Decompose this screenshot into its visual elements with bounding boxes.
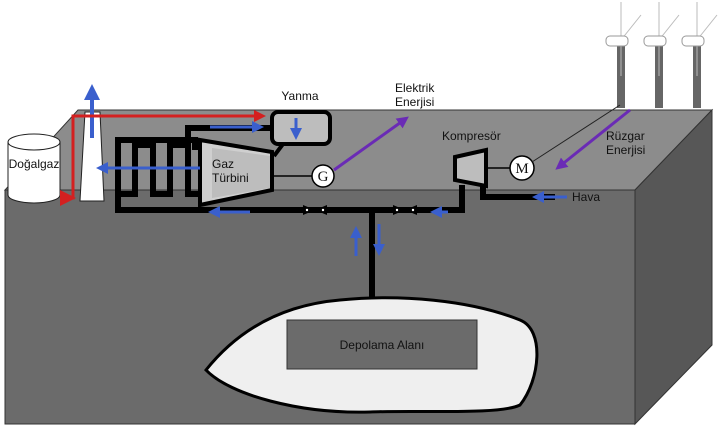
storage-box <box>286 319 478 370</box>
natural-gas-tank: Doğalgaz <box>7 133 61 204</box>
wind-turbine-icon <box>643 2 680 108</box>
generator <box>311 164 335 188</box>
natural-gas-label: Doğalgaz <box>9 157 60 171</box>
motor-label: M <box>515 161 528 177</box>
wind-energy-arrow <box>555 108 631 170</box>
valve-left <box>303 205 327 215</box>
wind-turbines <box>605 2 718 108</box>
combustor <box>270 110 332 146</box>
gas-turbine-label-2: Türbini <box>212 171 249 185</box>
motor-power-line <box>531 104 621 163</box>
generator-label: G <box>318 169 329 185</box>
storage-label: Depolama Alanı <box>340 338 425 352</box>
gas-turbine-label-1: Gaz <box>212 157 234 171</box>
pipe-combustor-turbine <box>272 142 285 158</box>
chimney <box>79 111 105 202</box>
ground-side <box>634 108 713 426</box>
compressor-label: Kompresör <box>442 129 501 143</box>
gas-turbine-inner <box>212 148 270 198</box>
wind-turbine-icon <box>681 2 718 108</box>
motor <box>509 155 535 181</box>
combustion-label: Yanma <box>281 89 318 103</box>
wind-energy-label-2: Enerjisi <box>606 143 645 157</box>
air-label: Hava <box>572 190 600 204</box>
electric-energy-label-2: Enerjisi <box>395 95 434 109</box>
valve-right <box>393 205 417 215</box>
compressor <box>453 147 488 189</box>
wind-energy-label-1: Rüzgar <box>606 129 645 143</box>
electric-energy-arrow <box>333 116 409 172</box>
electric-energy-label-1: Elektrik <box>395 81 435 95</box>
wind-turbine-icon <box>605 2 642 108</box>
